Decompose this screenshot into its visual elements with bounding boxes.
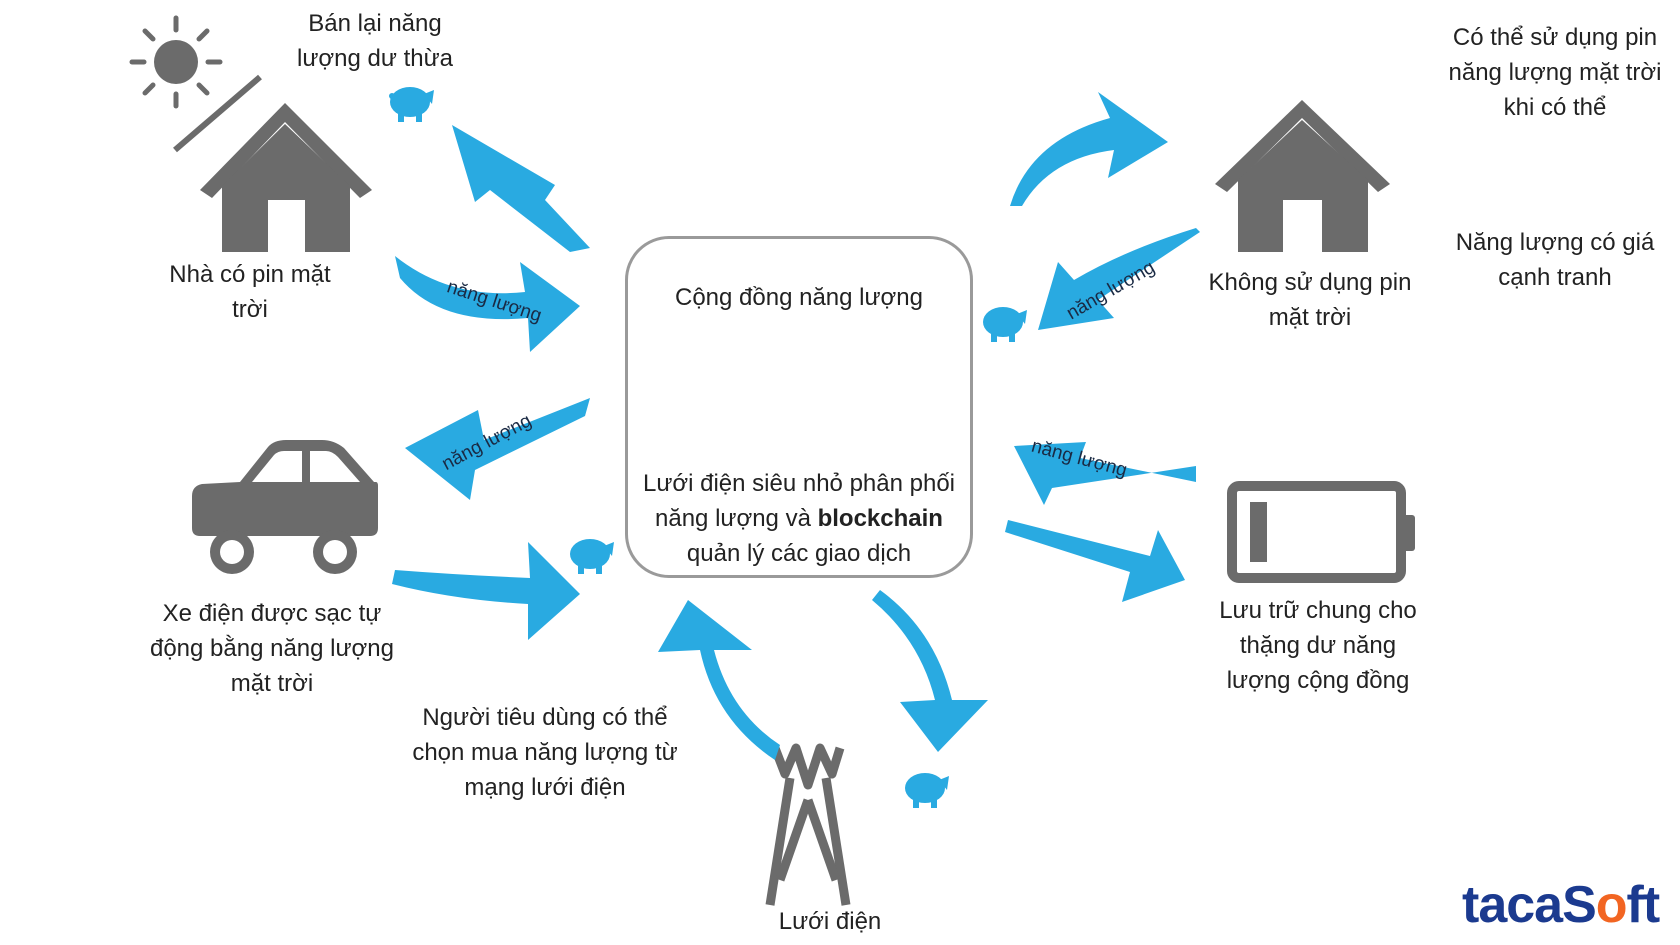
energy-community-box [625,236,973,578]
sun-icon [129,15,223,109]
arrow-car-to-center [392,542,580,640]
arrow-sell-surplus [452,125,590,252]
power-tower-icon [765,743,851,906]
arrow-center-to-storage [1005,520,1185,602]
arrow-center-to-grid [872,590,988,752]
arrow-solar-to-center [395,256,580,352]
arrow-grid-to-center [658,600,780,760]
solar-panel-icon [173,74,262,153]
piggy-bank-icon [983,307,1027,342]
center-title: Cộng đồng năng lượng [675,284,923,311]
tacasoft-logo: tacaSoft [1462,876,1660,934]
car-icon [192,440,378,574]
piggy-bank-icon [389,87,434,122]
piggy-bank-icon [570,539,614,574]
house-icon [1215,100,1390,252]
battery-icon [1227,481,1415,583]
label-grid: Lưới điện [778,908,882,935]
solar-house-icon [200,103,372,252]
arrow-storage-to-center [1014,442,1196,505]
arrow-center-to-car [405,398,590,500]
arrow-to-right-house [1010,92,1168,206]
center-description: Lưới điện siêu nhỏ phân phối năng lượng … [642,470,956,567]
arrow-house-to-center [1038,228,1200,330]
piggy-bank-icon [905,773,949,808]
